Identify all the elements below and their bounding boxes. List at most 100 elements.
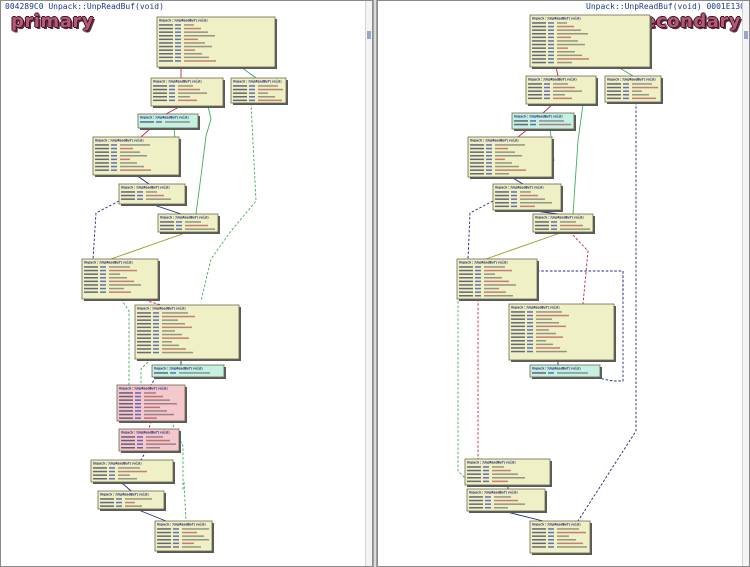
secondary-basic-block[interactable]: Unpack::UnpReadBuf(void)	[529, 520, 592, 555]
block-mnemonic	[100, 266, 106, 268]
block-mnemonic	[511, 205, 517, 208]
block-operand	[146, 439, 170, 442]
block-address	[95, 155, 109, 157]
block-mnemonic	[100, 277, 106, 279]
secondary-flow-graph[interactable]: Unpack::UnpReadBuf(void)Unpack::UnpReadB…	[378, 1, 744, 566]
block-address	[93, 478, 107, 480]
secondary-basic-block[interactable]: Unpack::UnpReadBuf(void)	[525, 75, 598, 106]
block-operand	[495, 165, 519, 168]
primary-basic-block[interactable]: Unpack::UnpReadBuf(void)	[230, 77, 288, 105]
primary-basic-block[interactable]: Unpack::UnpReadBuf(void)	[118, 183, 187, 206]
block-mnemonic	[175, 45, 181, 48]
block-address	[159, 42, 173, 44]
secondary-scrollbar[interactable]	[742, 1, 749, 566]
primary-graph-pane[interactable]: 004289C0 Unpack::UnpReadBuf(void) primar…	[0, 0, 373, 567]
block-mnemonic	[485, 507, 491, 509]
block-operand	[557, 47, 568, 49]
block-mnemonic	[486, 173, 492, 175]
primary-edge	[92, 200, 120, 260]
block-operand	[632, 97, 656, 100]
primary-scrollbar[interactable]	[365, 1, 372, 566]
block-operand	[146, 447, 160, 449]
block-operand	[184, 49, 195, 51]
primary-basic-block[interactable]: Unpack::UnpReadBuf(void)	[157, 213, 220, 234]
block-mnemonic	[548, 539, 554, 541]
block-operand	[184, 45, 212, 48]
block-operand	[109, 266, 130, 268]
pane-splitter[interactable]	[373, 0, 377, 567]
block-operand	[184, 24, 194, 26]
block-address	[495, 202, 509, 204]
primary-basic-block[interactable]: Unpack::UnpReadBuf(void)	[92, 136, 181, 177]
primary-basic-block[interactable]: Unpack::UnpReadBuf(void)	[154, 520, 214, 553]
secondary-basic-block[interactable]: Unpack::UnpReadBuf(void)	[456, 258, 539, 301]
secondary-basic-block[interactable]: Unpack::UnpReadBuf(void)	[467, 136, 554, 179]
primary-label: primary	[11, 11, 94, 32]
block-mnemonic	[249, 96, 255, 98]
block-address	[459, 269, 473, 272]
block-operand	[520, 205, 535, 208]
block-address	[470, 144, 484, 146]
block-operand	[258, 88, 283, 91]
primary-basic-block[interactable]: Unpack::UnpReadBuf(void)	[118, 428, 181, 453]
block-operand	[557, 535, 569, 537]
block-mnemonic	[527, 318, 533, 320]
block-mnemonic	[486, 144, 492, 146]
block-mnemonic	[175, 38, 181, 41]
primary-basic-block[interactable]: Unpack::UnpReadBuf(void)	[151, 364, 226, 379]
primary-basic-block[interactable]: Unpack::UnpReadBuf(void)	[156, 16, 277, 69]
block-operand	[162, 351, 193, 354]
primary-edge	[195, 105, 212, 215]
secondary-basic-block[interactable]: Unpack::UnpReadBuf(void)	[532, 213, 595, 234]
block-mnemonic	[137, 436, 143, 438]
secondary-graph-pane[interactable]: Unpack::UnpReadBuf(void) 0001E130 second…	[377, 0, 750, 567]
block-address	[160, 221, 174, 223]
secondary-basic-block[interactable]: Unpack::UnpReadBuf(void)	[529, 364, 602, 379]
primary-basic-block[interactable]: Unpack::UnpReadBuf(void)	[150, 77, 225, 108]
block-body	[134, 304, 240, 360]
block-operand	[182, 539, 209, 541]
secondary-scroll-thumb[interactable]	[744, 31, 748, 39]
secondary-basic-block[interactable]: Unpack::UnpReadBuf(void)	[511, 112, 576, 131]
primary-basic-block[interactable]: Unpack::UnpReadBuf(void)	[97, 490, 166, 511]
block-mnemonic	[137, 198, 143, 200]
block-operand	[162, 348, 186, 350]
block-mnemonic	[486, 162, 492, 164]
block-operand	[484, 280, 509, 283]
secondary-basic-block[interactable]: Unpack::UnpReadBuf(void)	[464, 458, 552, 487]
primary-basic-block[interactable]: Unpack::UnpReadBuf(void)	[137, 113, 200, 130]
block-mnemonic	[135, 403, 141, 405]
secondary-basic-block[interactable]: Unpack::UnpReadBuf(void)	[466, 488, 547, 513]
primary-scroll-thumb[interactable]	[367, 31, 371, 39]
block-mnemonic	[173, 539, 179, 541]
block-title: Unpack::UnpReadBuf(void)	[159, 19, 208, 23]
block-operand	[109, 277, 127, 279]
block-operand	[144, 395, 163, 398]
block-operand	[553, 86, 575, 89]
block-address	[100, 505, 114, 507]
block-operand	[536, 311, 562, 313]
secondary-basic-block[interactable]: Unpack::UnpReadBuf(void)	[604, 75, 663, 104]
block-title: Unpack::UnpReadBuf(void)	[119, 387, 168, 391]
primary-basic-block[interactable]: Unpack::UnpReadBuf(void)	[134, 304, 241, 361]
block-operand	[560, 224, 583, 227]
block-address	[532, 54, 546, 57]
primary-basic-block[interactable]: Unpack::UnpReadBuf(void)	[81, 258, 160, 301]
block-address	[119, 399, 133, 401]
primary-flow-graph[interactable]: Unpack::UnpReadBuf(void)Unpack::UnpReadB…	[1, 1, 367, 566]
primary-basic-block[interactable]: Unpack::UnpReadBuf(void)	[116, 384, 187, 423]
block-operand	[125, 505, 142, 507]
block-title: Unpack::UnpReadBuf(void)	[157, 523, 206, 527]
secondary-basic-block[interactable]: Unpack::UnpReadBuf(void)	[492, 183, 563, 212]
secondary-basic-block[interactable]: Unpack::UnpReadBuf(void)	[508, 303, 616, 362]
secondary-basic-block[interactable]: Unpack::UnpReadBuf(void)	[529, 14, 652, 69]
block-mnemonic	[623, 86, 629, 89]
primary-edge	[110, 231, 189, 260]
block-mnemonic	[623, 97, 629, 100]
block-mnemonic	[100, 269, 106, 272]
block-address	[469, 499, 483, 502]
primary-basic-block[interactable]: Unpack::UnpReadBuf(void)	[90, 459, 175, 484]
block-title: Unpack::UnpReadBuf(void)	[514, 115, 563, 119]
block-address	[84, 284, 98, 286]
block-title: Unpack::UnpReadBuf(void)	[532, 17, 581, 21]
